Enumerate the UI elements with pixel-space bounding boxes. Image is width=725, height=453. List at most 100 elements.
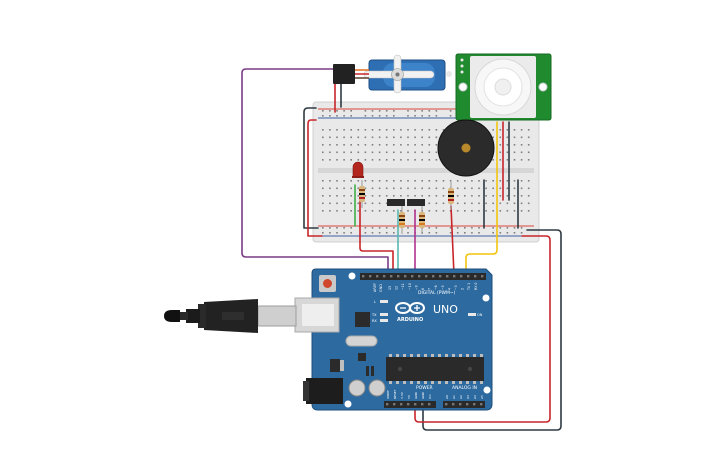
breadboard-hole (393, 195, 395, 197)
header-pin[interactable] (418, 275, 421, 278)
wire-red-to-digital[interactable] (359, 199, 394, 276)
header-pin[interactable] (383, 275, 386, 278)
power-pin-label: IOREF (386, 390, 390, 399)
breadboard-hole (371, 115, 374, 117)
analog-pin[interactable] (445, 403, 448, 406)
breadboard-hole (499, 180, 502, 182)
breadboard-hole (385, 151, 388, 154)
breadboard-hole (492, 232, 494, 234)
arduino-uno-board[interactable]: DIGITAL (PWM~) AREF GND ARDUINO UNO L TX… (294, 268, 493, 411)
breadboard-hole (322, 180, 324, 182)
breadboard-hole (442, 202, 445, 205)
piezo-buzzer-icon[interactable] (437, 119, 495, 177)
wire-buzzer[interactable] (450, 205, 455, 276)
breadboard-hole (435, 144, 438, 146)
breadboard-hole (385, 210, 388, 212)
breadboard-hole (329, 180, 331, 182)
breadboard-hole (492, 187, 494, 190)
analog-pin[interactable] (459, 403, 462, 406)
header-pin[interactable] (425, 275, 428, 278)
capacitor-1 (348, 379, 366, 397)
power-jack[interactable] (306, 378, 343, 404)
header-pin[interactable] (362, 275, 365, 278)
breadboard-hole (499, 227, 502, 229)
header-pin[interactable] (397, 275, 400, 278)
breadboard-hole (428, 202, 431, 205)
digital-pin-label: 4 (447, 288, 451, 290)
breadboard-hole (400, 129, 402, 131)
breadboard-hole (527, 187, 530, 190)
power-pin[interactable] (407, 403, 410, 406)
breadboard-hole (350, 232, 352, 234)
header-pin[interactable] (404, 275, 407, 278)
pushbutton-1[interactable] (387, 199, 405, 206)
header-pin[interactable] (439, 275, 442, 278)
wire-left-ground[interactable] (303, 107, 319, 229)
analog-header[interactable] (443, 401, 485, 408)
breadboard-hole (400, 136, 402, 139)
breadboard-hole (357, 144, 360, 146)
power-pin[interactable] (414, 403, 417, 406)
resistor-2[interactable] (419, 206, 425, 234)
power-pin[interactable] (421, 403, 424, 406)
header-pin[interactable] (411, 275, 414, 278)
header-pin[interactable] (474, 275, 477, 278)
analog-pin[interactable] (452, 403, 455, 406)
breadboard-hole (336, 115, 338, 117)
breadboard-hole (336, 151, 338, 154)
power-header[interactable] (384, 401, 436, 408)
power-pin-label: RESET (393, 389, 397, 399)
chip-pin (445, 381, 448, 384)
breadboard-hole (322, 110, 324, 112)
power-pin[interactable] (393, 403, 396, 406)
breadboard-hole (520, 232, 523, 234)
wire-right-ground[interactable] (422, 229, 562, 431)
breadboard-hole (350, 227, 352, 229)
header-pin[interactable] (481, 275, 484, 278)
analog-pin[interactable] (480, 403, 483, 406)
breadboard-hole (385, 115, 388, 117)
header-pin[interactable] (376, 275, 379, 278)
breadboard-hole (400, 159, 402, 161)
breadboard-hole (329, 115, 331, 117)
header-pin[interactable] (460, 275, 463, 278)
header-pin[interactable] (467, 275, 470, 278)
digital-header[interactable] (360, 273, 486, 280)
digital-pin-label: ~10 (408, 283, 412, 290)
breadboard-hole (393, 159, 395, 161)
power-pin[interactable] (428, 403, 431, 406)
header-pin[interactable] (369, 275, 372, 278)
wire-right-power[interactable] (414, 235, 551, 423)
resistor-1[interactable] (399, 206, 405, 234)
wire-servo-signal[interactable] (241, 68, 389, 276)
resistor-led[interactable] (359, 180, 365, 208)
header-pin[interactable] (390, 275, 393, 278)
analog-pin[interactable] (473, 403, 476, 406)
analog-pin[interactable] (466, 403, 469, 406)
power-pin[interactable] (386, 403, 389, 406)
chip-pin (431, 381, 434, 384)
breadboard-hole (378, 195, 381, 197)
digital-pin-label: ~9 (414, 285, 418, 290)
header-pin[interactable] (446, 275, 449, 278)
wire-pir-signal[interactable] (465, 121, 498, 276)
breadboard-hole (527, 159, 530, 161)
breadboard[interactable] (312, 101, 540, 243)
breadboard-hole (329, 202, 331, 205)
breadboard-hole (364, 136, 367, 139)
red-led-icon[interactable] (352, 161, 364, 178)
header-pin[interactable] (432, 275, 435, 278)
power-pin[interactable] (400, 403, 403, 406)
breadboard-hole (385, 129, 388, 131)
power-pin-label: GND (414, 391, 418, 399)
pushbutton-2[interactable] (407, 199, 425, 206)
header-pin[interactable] (453, 275, 456, 278)
pir-sensor-icon[interactable] (455, 53, 552, 121)
breadboard-hole (520, 144, 523, 146)
breadboard-hole (322, 187, 324, 190)
wire-left-power[interactable] (307, 119, 323, 237)
servo-motor-icon[interactable] (333, 54, 452, 94)
digital-pin-label: TX 1 (467, 283, 471, 291)
resistor-buzzer[interactable] (448, 182, 454, 210)
usb-cable-icon[interactable] (164, 299, 297, 333)
